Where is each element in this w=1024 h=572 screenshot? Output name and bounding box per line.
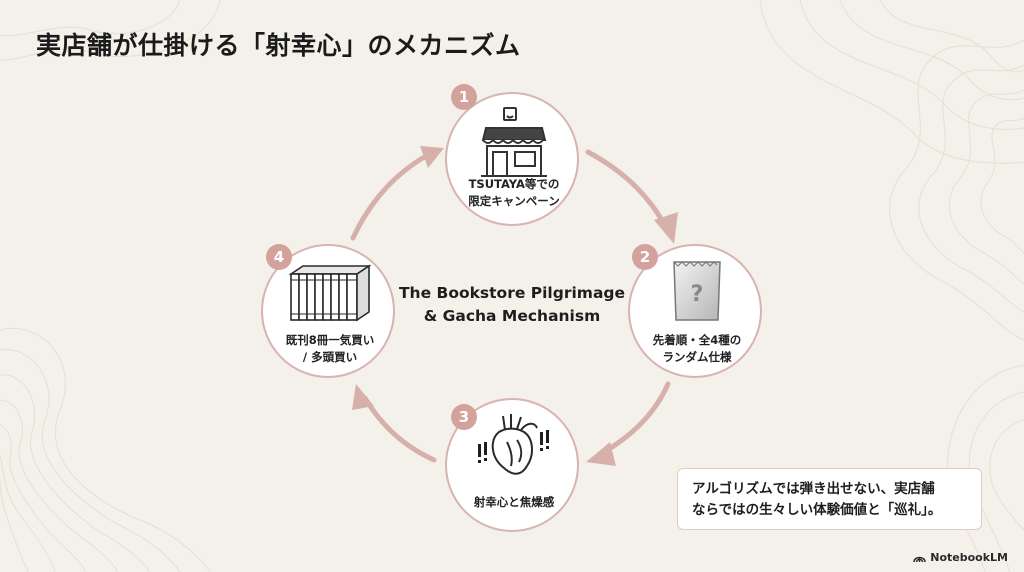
arrowhead-1-to-2 <box>654 212 678 244</box>
arrowhead-3-to-4 <box>352 384 374 410</box>
step-1-label: TSUTAYA等での 限定キャンペーン <box>468 177 560 208</box>
step-4-badge: 4 <box>266 244 292 270</box>
arrow-1-to-2 <box>585 149 667 227</box>
notebooklm-brand: NotebookLM <box>913 551 1008 564</box>
arrow-3-to-4 <box>362 395 437 463</box>
notebooklm-logo-icon <box>913 556 926 562</box>
step-2-node: ? 先着順・全4種の ランダム仕様 <box>628 244 762 378</box>
center-title: The Bookstore Pilgrimage & Gacha Mechani… <box>398 284 626 325</box>
arrowhead-2-to-3 <box>586 442 616 466</box>
step-3-badge: 3 <box>451 404 477 430</box>
storefront-icon <box>481 107 547 177</box>
svg-text:?: ? <box>691 282 704 307</box>
step-3-label: 射幸心と焦燥感 <box>473 495 555 509</box>
mystery-pack-icon: ? <box>673 261 721 321</box>
summary-callout: アルゴリズムでは弾き出せない、実店舗 ならではの生々しい体験価値と「巡礼」。 <box>677 468 982 530</box>
step-2-label: 先着順・全4種の ランダム仕様 <box>652 333 742 364</box>
step-1-node: TSUTAYA等での 限定キャンペーン <box>445 92 579 226</box>
book-stack-icon <box>289 264 371 322</box>
arrowhead-4-to-1 <box>420 146 444 168</box>
step-2-badge: 2 <box>632 244 658 270</box>
anatomical-heart-icon <box>478 414 549 475</box>
page-title: 実店舗が仕掛ける「射幸心」のメカニズム <box>36 31 521 60</box>
arrow-2-to-3 <box>601 381 671 455</box>
step-4-label: 既刊8冊一気買い / 多頭買い <box>285 333 375 364</box>
arrow-4-to-1 <box>350 153 429 241</box>
step-1-badge: 1 <box>451 84 477 110</box>
